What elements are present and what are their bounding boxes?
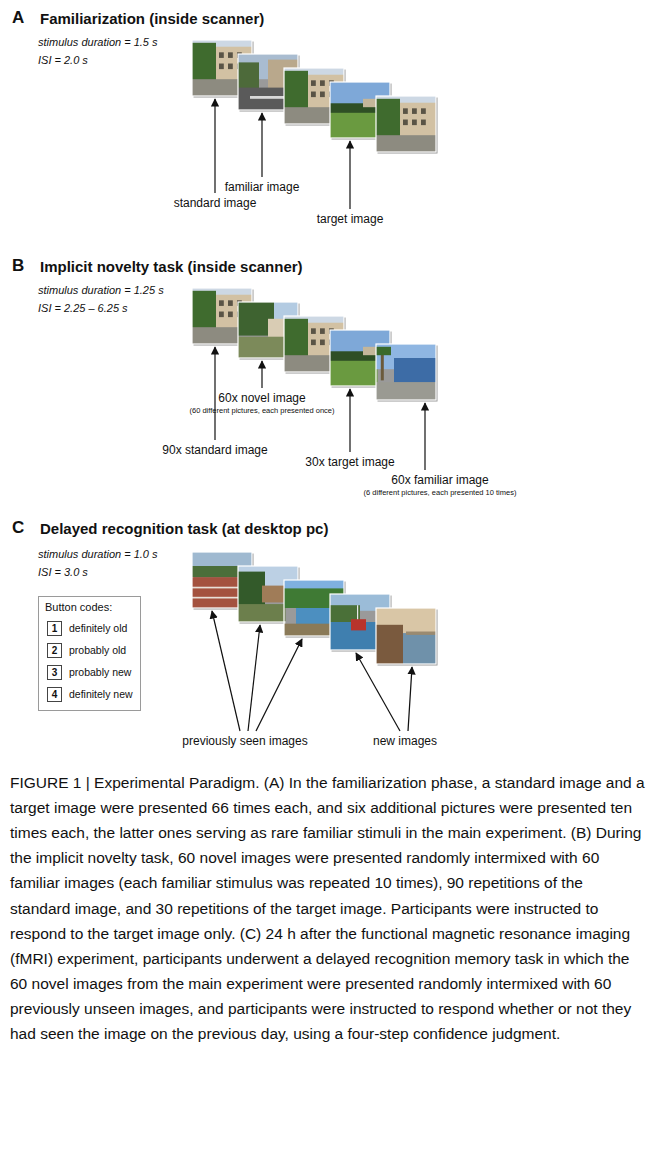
image-detail xyxy=(320,80,325,86)
image-detail xyxy=(228,52,233,58)
figure-caption: FIGURE 1 | Experimental Paradigm. (A) In… xyxy=(10,770,646,1046)
button-key: 3 xyxy=(47,665,62,680)
image-detail xyxy=(412,108,417,114)
image-detail xyxy=(320,340,325,346)
image-label: 90x standard image xyxy=(162,443,267,457)
image-detail xyxy=(219,64,224,70)
image-detail xyxy=(376,625,403,664)
button-key: 1 xyxy=(47,621,62,636)
image-label: familiar image xyxy=(225,180,300,194)
panel-letter: C xyxy=(12,518,24,538)
photo-frame xyxy=(376,608,436,664)
leader-arrow xyxy=(408,667,412,731)
image-detail xyxy=(403,120,408,126)
image-detail xyxy=(376,99,400,138)
image-detail xyxy=(284,71,308,110)
key-number: 3 xyxy=(48,666,61,679)
image-detail xyxy=(228,312,233,318)
image-detail xyxy=(250,96,286,99)
timing-note: ISI = 3.0 s xyxy=(38,566,88,579)
image-detail xyxy=(406,632,436,635)
leader-arrow xyxy=(256,639,302,731)
panel-heading: Familiarization (inside scanner) xyxy=(40,10,264,28)
image-label: 30x target image xyxy=(305,455,394,469)
image-label: standard image xyxy=(174,196,257,210)
panel-heading: Implicit novelty task (inside scanner) xyxy=(40,258,303,276)
photo-frame xyxy=(376,344,436,400)
image-detail xyxy=(192,291,216,330)
key-meaning: definitely old xyxy=(69,622,127,635)
image-detail xyxy=(219,312,224,318)
image-label: new images xyxy=(373,734,437,748)
key-number: 1 xyxy=(48,622,61,635)
image-detail xyxy=(351,619,366,630)
image-detail xyxy=(421,120,426,126)
image-detail xyxy=(228,64,233,70)
panel-letter: B xyxy=(12,256,24,276)
image-detail xyxy=(284,319,308,358)
button-key: 2 xyxy=(47,643,62,658)
timing-note: stimulus duration = 1.0 s xyxy=(38,548,158,561)
key-meaning: probably new xyxy=(69,666,131,679)
timing-note: ISI = 2.0 s xyxy=(38,54,88,67)
leader-arrow xyxy=(212,611,240,731)
image-detail xyxy=(320,328,325,334)
key-number: 2 xyxy=(48,644,61,657)
box-heading: Button codes: xyxy=(45,601,112,613)
image-detail xyxy=(376,347,391,355)
image-label: previously seen images xyxy=(182,734,307,748)
leader-arrow xyxy=(356,653,400,731)
image-detail xyxy=(311,92,316,98)
image-detail xyxy=(403,108,408,114)
key-number: 4 xyxy=(48,688,61,701)
stimulus-photo xyxy=(376,608,436,664)
image-detail xyxy=(192,43,216,82)
stimulus-photo xyxy=(376,344,436,400)
image-label: target image xyxy=(317,212,384,226)
leader-arrow xyxy=(349,389,350,452)
image-detail xyxy=(219,300,224,306)
leader-arrow xyxy=(214,347,215,440)
image-detail xyxy=(311,340,316,346)
image-detail xyxy=(219,52,224,58)
stimulus-photo xyxy=(330,330,390,386)
leader-arrow xyxy=(424,403,425,470)
leader-arrow xyxy=(349,141,350,209)
image-note: (60 different pictures, each presented o… xyxy=(190,406,335,415)
image-detail xyxy=(376,382,436,400)
image-detail xyxy=(376,135,436,152)
image-detail xyxy=(394,358,436,383)
image-detail xyxy=(238,62,259,90)
leader-arrow xyxy=(261,113,262,177)
image-label: 60x novel image xyxy=(218,391,305,405)
leader-arrow xyxy=(248,625,260,731)
photo-frame xyxy=(330,330,390,386)
image-detail xyxy=(421,108,426,114)
image-detail xyxy=(238,572,265,606)
timing-note: stimulus duration = 1.5 s xyxy=(38,36,158,49)
image-label: 60x familiar image xyxy=(391,473,488,487)
image-detail xyxy=(311,328,316,334)
panel-heading: Delayed recognition task (at desktop pc) xyxy=(40,520,328,538)
key-meaning: probably old xyxy=(69,644,126,657)
stimulus-photo xyxy=(376,96,436,152)
image-detail xyxy=(311,80,316,86)
panel-letter: A xyxy=(12,8,24,28)
button-key: 4 xyxy=(47,687,62,702)
image-detail xyxy=(320,92,325,98)
image-detail xyxy=(228,300,233,306)
leader-arrow xyxy=(261,361,262,388)
image-detail xyxy=(357,605,358,619)
leader-arrow xyxy=(214,99,215,193)
timing-note: ISI = 2.25 – 6.25 s xyxy=(38,302,128,315)
image-note: (6 different pictures, each presented 10… xyxy=(364,488,517,497)
image-detail xyxy=(412,120,417,126)
timing-note: stimulus duration = 1.25 s xyxy=(38,284,164,297)
image-detail xyxy=(397,103,436,137)
photo-frame xyxy=(376,96,436,152)
key-meaning: definitely new xyxy=(69,688,133,701)
